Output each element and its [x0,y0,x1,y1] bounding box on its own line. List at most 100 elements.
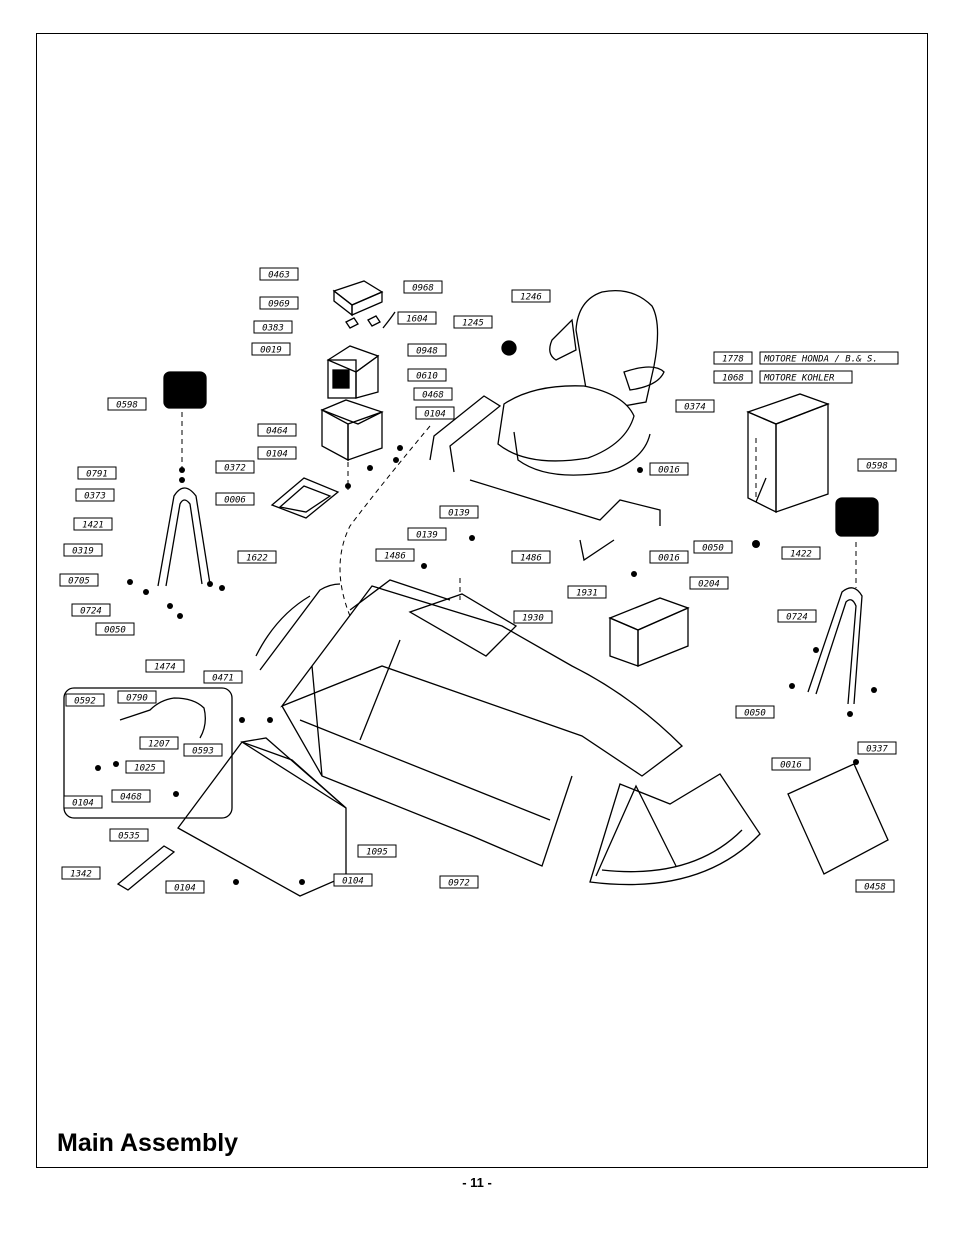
part-drawings [63,280,889,897]
part-callout: 0372 [215,460,255,474]
dashed-leader-lines [181,412,857,617]
part-callout: 0050 [735,705,775,719]
part-callout: 0104 [257,446,297,460]
part-number: 0969 [268,300,290,310]
part-number: 0463 [268,271,290,281]
part-number: 0050 [702,544,724,554]
part-number: 0374 [684,403,706,413]
part-callout: 1095 [357,844,397,858]
part-callout: 0948 [407,343,447,357]
part-number: 1342 [70,870,92,880]
part-callout: 1931 [567,585,607,599]
part-number: 0006 [224,496,246,506]
part-callout: 0104 [333,873,373,887]
page-number: - 11 - [462,1175,492,1190]
hardware-dots [95,445,877,885]
part-callout: 0337 [857,741,897,755]
part-callout: 0968 [403,280,443,294]
part-callout: 0373 [75,488,115,502]
part-number: 0592 [74,697,96,707]
part-number: 0972 [448,879,470,889]
part-number: 1245 [462,319,484,329]
page-frame [36,33,928,1168]
part-callout: 0610 [407,368,447,382]
svg-text:MOTORE HONDA / B.& S.: MOTORE HONDA / B.& S. [763,355,878,365]
part-number: 0598 [866,462,888,472]
part-number: 0468 [120,793,142,803]
part-callout: 0791 [77,466,117,480]
part-number: 0724 [80,607,102,617]
part-number: 1095 [366,848,388,858]
part-callout: 0016 [649,462,689,476]
part-number: 1421 [82,521,104,531]
part-number: 1422 [790,550,812,560]
part-callout: 0593 [183,743,223,757]
part-number: 1486 [384,552,406,562]
part-number: 0337 [866,745,888,755]
part-number: 1604 [406,315,428,325]
part-callout: 0204 [689,576,729,590]
part-callout: 0006 [215,492,255,506]
part-number: 0610 [416,372,438,382]
part-number: 0790 [126,694,148,704]
part-number: 0968 [412,284,434,294]
part-number: 0104 [424,410,446,420]
part-callout: 0724 [777,609,817,623]
part-number: 0204 [698,580,720,590]
part-callout: 0724 [71,603,111,617]
part-callout: 0705 [59,573,99,587]
part-number: 0139 [448,509,470,519]
part-callout: 0598 [857,458,897,472]
part-callout: 1778 [713,351,753,365]
part-callout: 0319 [63,543,103,557]
part-callout: 0969 [259,296,299,310]
part-callout: 1474 [145,659,185,673]
part-callout: 1421 [73,517,113,531]
part-callout: 0019 [251,342,291,356]
part-callout: 1342 [61,866,101,880]
part-callout: 0790 [117,690,157,704]
part-number: 0139 [416,531,438,541]
part-number: 0104 [174,884,196,894]
part-number: 1930 [522,614,544,624]
part-callout: 1604 [397,311,437,325]
part-number: 0383 [262,324,284,334]
part-number: 1931 [576,589,598,599]
part-number: 1068 [722,374,744,384]
part-number: 0471 [212,674,234,684]
part-callout: 0598 [107,397,147,411]
part-callout: 0104 [415,406,455,420]
part-callout: 1486 [375,548,415,562]
part-number: 0373 [84,492,106,502]
part-callout: 0139 [407,527,447,541]
part-callout: 0468 [111,789,151,803]
part-number: 1622 [246,554,268,564]
part-number: 0016 [780,761,802,771]
part-number: 0458 [864,883,886,893]
part-number: 0948 [416,347,438,357]
part-callout: 1422 [781,546,821,560]
part-number: 0104 [342,877,364,887]
part-callout: 0468 [413,387,453,401]
part-callout: 0592 [65,693,105,707]
part-number: 0464 [266,427,288,437]
part-number: 1207 [148,740,170,750]
part-number: 1486 [520,554,542,564]
engine-label-honda: MOTORE HONDA / B.& S. [759,351,899,365]
part-number: 0104 [266,450,288,460]
part-callout: 0458 [855,879,895,893]
part-number: 0705 [68,577,90,587]
part-number: 0372 [224,464,246,474]
part-callout: 1068 [713,370,753,384]
part-number: 0724 [786,613,808,623]
part-callout: 1622 [237,550,277,564]
part-callout: 0535 [109,828,149,842]
part-callout: 1207 [139,736,179,750]
part-number: 1025 [134,764,156,774]
svg-text:MOTORE KOHLER: MOTORE KOHLER [763,374,835,384]
page-title: Main Assembly [57,1129,239,1157]
part-number: 0319 [72,547,94,557]
part-number: 1246 [520,293,542,303]
part-number: 0791 [86,470,108,480]
